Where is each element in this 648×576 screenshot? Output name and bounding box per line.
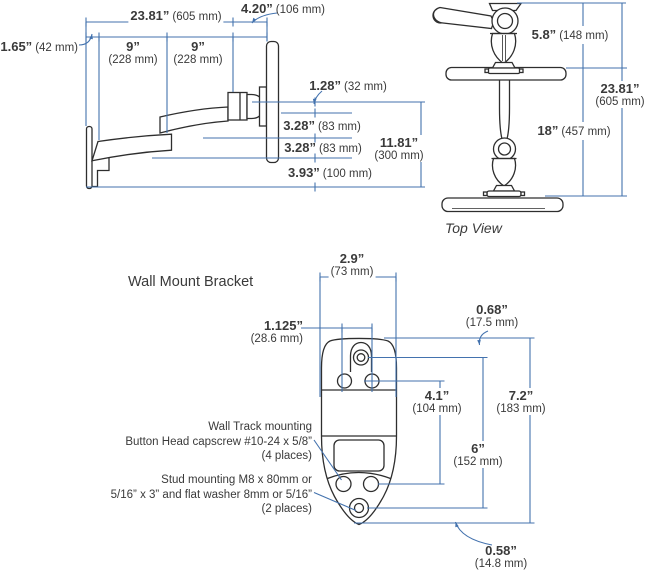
dim-rise-top: 1.28”(32 mm) [309, 78, 387, 93]
top-view-label: Top View [445, 220, 502, 236]
bracket-dimension-lines [301, 272, 535, 546]
wall-strip [85, 125, 93, 190]
dim-keyhole-to-stud: 6”(152 mm) [451, 441, 505, 468]
lower-flange [492, 184, 516, 192]
stud-hole-inner [353, 502, 365, 514]
dim-arm-segment-2: 9”(228 mm) [173, 39, 223, 66]
bracket-drawing [320, 337, 398, 526]
dim-arm-reach: 18”(457 mm) [535, 122, 613, 140]
top-cap [488, 2, 523, 12]
upper-hole-left [336, 373, 353, 389]
dim-arm-segment-1: 9”(228 mm) [108, 39, 158, 66]
dim-rise-lower: 3.28”(83 mm) [284, 140, 362, 155]
monitor-mount-plate [258, 86, 268, 127]
lower-hole-right [362, 475, 380, 493]
leader-stud-to-bottom [454, 521, 493, 546]
dim-bracket-width: 2.9”(73 mm) [328, 251, 376, 278]
callout-stud-line1: Stud mounting M8 x 80mm or [161, 474, 312, 486]
arm-segment-lower [91, 133, 173, 162]
callout-stud-line2: 5/16” x 3” and flat washer 8mm or 5/16” [110, 488, 312, 501]
dim-stud-to-bottom: 0.58”(14.8 mm) [474, 543, 528, 570]
leader-stud-callout [313, 491, 357, 512]
upper-flange [491, 61, 517, 69]
dim-total-height-side: 11.81”(300 mm) [372, 135, 426, 162]
dim-screen-offset: 4.20”(106 mm) [240, 1, 326, 16]
dim-rise-bottom: 3.93”(100 mm) [287, 165, 373, 180]
arm-segment-upper [159, 106, 229, 134]
dim-hole-spacing: 1.125”(28.6 mm) [250, 318, 303, 345]
wall-bracket-foot [92, 156, 110, 188]
bracket-bottom-arch [327, 471, 391, 480]
lower-hole-left [335, 475, 352, 493]
dim-rise-upper: 3.28”(83 mm) [283, 118, 361, 133]
dim-wall-offset: 1.65”(42 mm) [0, 39, 78, 54]
keyhole-circle-inner [356, 353, 366, 362]
upper-body [490, 32, 517, 65]
side-view-drawing [85, 40, 280, 190]
dim-bracket-height: 7.2”(183 mm) [494, 388, 548, 415]
callout-wall-track: Wall Track mounting Button Head capscrew… [125, 420, 312, 464]
callout-wall-track-line3: (4 places) [261, 450, 313, 462]
pivot-block [227, 91, 248, 121]
bracket-window [333, 439, 385, 472]
elbow-pivot-inner [497, 142, 512, 156]
dim-total-width-inches: 23.81” [130, 8, 170, 23]
dim-hole-span: 4.1”(104 mm) [410, 388, 464, 415]
dim-total-depth: 23.81”(605 mm) [593, 81, 647, 108]
dim-pivot-depth: 5.8”(148 mm) [529, 26, 611, 44]
dim-total-width: 23.81”(605 mm) [128, 7, 224, 25]
arm-shaft [498, 80, 511, 140]
callout-stud: Stud mounting M8 x 80mm or 5/16” x 3” an… [111, 473, 312, 517]
leader-wall-track-callout [313, 439, 342, 481]
dim-top-to-keyhole: 0.68”(17.5 mm) [465, 302, 519, 329]
callout-wall-track-line1: Wall Track mounting [208, 421, 312, 433]
dim-total-width-mm: (605 mm) [172, 11, 222, 23]
handle-arm [432, 6, 494, 30]
wall-track-top-view [441, 197, 564, 213]
top-pivot-inner [496, 12, 514, 30]
callout-wall-track-line2: Button Head capscrew #10-24 x 5/8” [125, 435, 312, 448]
top-view-drawing [432, 2, 567, 213]
lower-body [491, 157, 517, 187]
bracket-title: Wall Mount Bracket [128, 274, 254, 290]
callout-stud-line3: (2 places) [261, 503, 313, 515]
callout-leader-lines [313, 439, 357, 512]
